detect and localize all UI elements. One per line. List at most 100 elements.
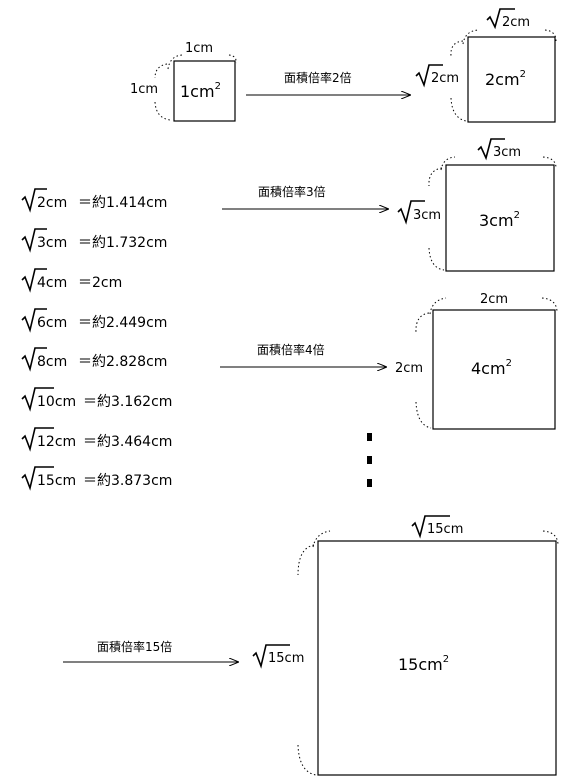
radicand: 15cm: [268, 651, 304, 666]
radical-sign: [21, 268, 47, 293]
value-expression: 8cm: [37, 354, 67, 370]
arrow-label: 面積倍率15倍: [97, 639, 172, 654]
value-expression: 3cm: [37, 235, 67, 251]
arrow-label: 面積倍率3倍: [258, 184, 326, 199]
square-4cm2: 2cm 2cm 4cm2: [395, 292, 558, 430]
unit: cm: [46, 275, 67, 291]
radicand: 15cm: [427, 522, 463, 537]
approx-value: ＝約2.449cm: [78, 315, 167, 331]
left-dimension-bracket: [154, 63, 171, 121]
side-label-top: 15cm: [411, 515, 463, 539]
top-dimension-bracket: [429, 297, 558, 315]
radicand: 15: [37, 473, 55, 489]
value-expression: 10cm: [37, 394, 76, 410]
radicand: 8: [37, 354, 46, 370]
radical-sign: [21, 228, 47, 253]
value-row: 4cm＝2cm: [21, 268, 122, 293]
arrow-2x: 面積倍率2倍: [246, 70, 410, 95]
value-expression: 15cm: [37, 473, 76, 489]
radicand: 2cm: [502, 15, 530, 30]
radicand: 3cm: [413, 208, 441, 223]
top-dimension-bracket: [462, 29, 557, 45]
value-expression: 6cm: [37, 315, 67, 331]
radical-sign: [397, 200, 425, 225]
square-15cm2: 15cm 15cm 15cm2: [252, 515, 559, 776]
radicand: 3: [37, 235, 46, 251]
left-dimension-bracket: [297, 544, 317, 776]
area-label: 15cm2: [398, 654, 449, 674]
area-label: 3cm2: [479, 210, 520, 230]
radical-sign: [21, 308, 47, 333]
unit: cm: [46, 315, 67, 331]
area-label: 1cm2: [180, 81, 221, 101]
radical-sign: [477, 138, 505, 161]
arrow-15x: 面積倍率15倍: [63, 639, 238, 662]
radicand: 2: [37, 195, 46, 211]
approx-value: ＝約3.162cm: [83, 394, 172, 410]
vertical-ellipsis: [367, 433, 372, 487]
arrow-3x: 面積倍率3倍: [222, 184, 388, 209]
arrow-label: 面積倍率4倍: [257, 342, 325, 357]
radical-sign: [21, 188, 47, 213]
radical-sign: [411, 515, 450, 539]
left-dimension-bracket: [450, 40, 467, 122]
top-dimension-bracket: [312, 530, 559, 548]
approx-value: ＝約3.873cm: [83, 473, 172, 489]
value-expression: 12cm: [37, 434, 76, 450]
radical-sign: [486, 8, 515, 30]
top-dimension-bracket: [167, 54, 237, 70]
square-root-value-list: 2cm＝約1.414cm3cm＝約1.732cm4cm＝2cm6cm＝約2.44…: [21, 188, 172, 491]
unit: cm: [46, 235, 67, 251]
square-outline: [317, 540, 557, 776]
value-row: 15cm ＝約3.873cm: [21, 466, 172, 491]
value-row: 2cm ＝約1.414cm: [21, 188, 167, 213]
unit: cm: [55, 394, 76, 410]
side-label-left: 15cm: [252, 644, 304, 669]
value-expression: 4cm: [37, 275, 67, 291]
unit: cm: [46, 195, 67, 211]
approx-value: ＝約3.464cm: [83, 434, 172, 450]
left-dimension-bracket: [428, 167, 445, 271]
side-label-left: 2cm: [415, 64, 459, 88]
radical-sign: [21, 347, 47, 372]
value-row: 8cm ＝約2.828cm: [21, 347, 167, 372]
square-outline: [467, 36, 556, 123]
arrow-label: 面積倍率2倍: [284, 70, 352, 85]
side-label-top: 3cm: [477, 138, 521, 161]
square-outline: [445, 164, 555, 272]
side-label-top: 2cm: [486, 8, 530, 30]
radicand: 12: [37, 434, 55, 450]
side-label-left: 3cm: [397, 200, 441, 225]
radicand: 4: [37, 275, 46, 291]
area-label: 2cm2: [485, 69, 526, 89]
unit: cm: [55, 473, 76, 489]
side-label-top: 1cm: [185, 41, 213, 56]
radical-sign: [252, 644, 290, 669]
square-1cm2: 1cm 1cm 1cm2: [130, 41, 237, 122]
square-outline: [173, 60, 236, 122]
radical-sign: [21, 387, 54, 412]
value-row: 6cm ＝約2.449cm: [21, 308, 167, 333]
radicand: 2cm: [431, 71, 459, 86]
unit: cm: [46, 354, 67, 370]
ellipsis-dot: [367, 433, 372, 441]
radicand: 6: [37, 315, 46, 331]
side-label-left: 1cm: [130, 82, 158, 97]
square-outline: [432, 309, 556, 430]
left-dimension-bracket: [415, 312, 432, 429]
square-2cm2: 2cm 2cm 2cm2: [415, 8, 557, 123]
radical-sign: [415, 64, 443, 88]
area-label: 4cm2: [471, 358, 512, 378]
ellipsis-dot: [367, 479, 372, 487]
approx-value: ＝約2.828cm: [78, 354, 167, 370]
ellipsis-dot: [367, 456, 372, 464]
side-label-left: 2cm: [395, 361, 423, 376]
approx-value: ＝約1.414cm: [78, 195, 167, 211]
arrow-4x: 面積倍率4倍: [220, 342, 386, 367]
unit: cm: [55, 434, 76, 450]
approx-value: ＝約1.732cm: [78, 235, 167, 251]
value-expression: 2cm: [37, 195, 67, 211]
radicand: 10: [37, 394, 55, 410]
value-row: 3cm ＝約1.732cm: [21, 228, 167, 253]
